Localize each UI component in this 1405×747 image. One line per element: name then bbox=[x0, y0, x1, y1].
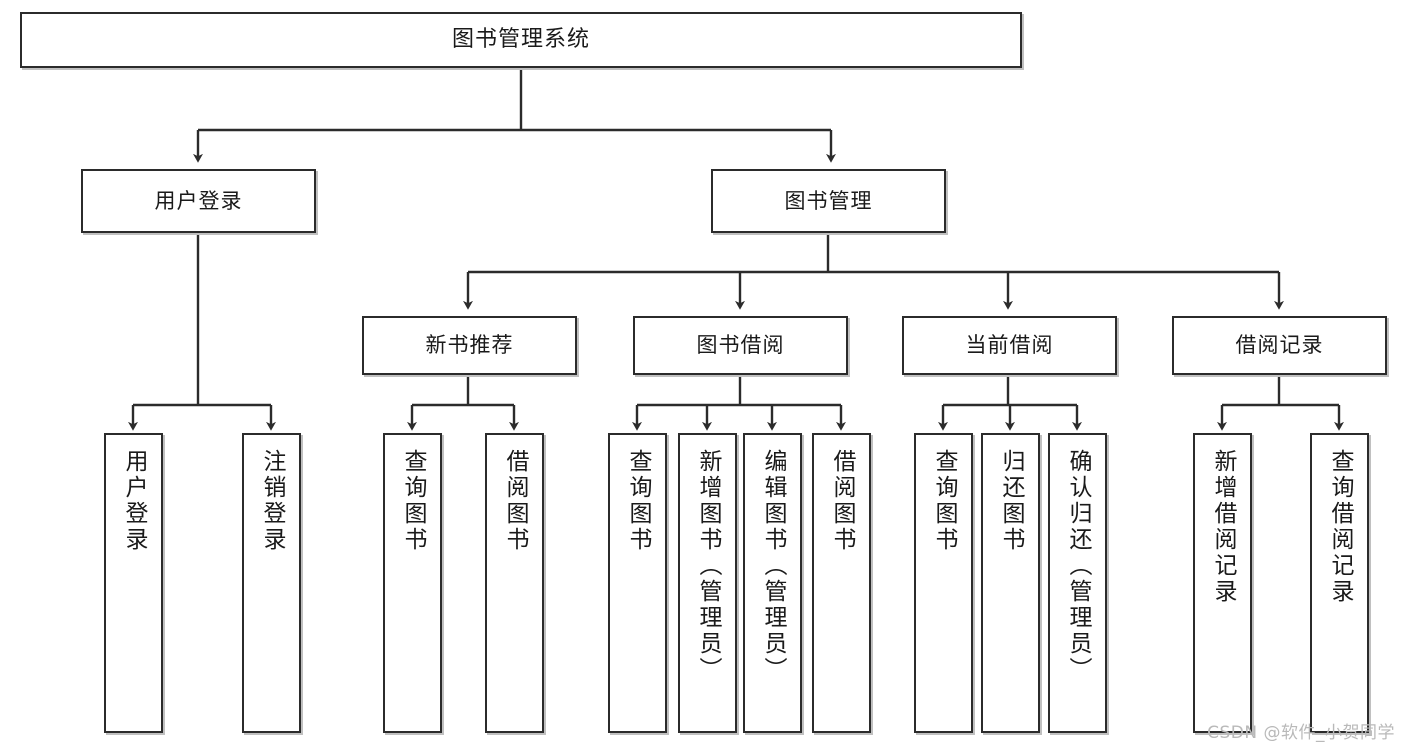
node-label: 编辑图书（管理员） bbox=[760, 449, 786, 683]
leaf-edit-book-admin[interactable]: 编辑图书（管理员） bbox=[743, 433, 802, 733]
leaf-user-login[interactable]: 用户登录 bbox=[104, 433, 163, 733]
node-user-login[interactable]: 用户登录 bbox=[81, 169, 316, 233]
leaf-query-books-borrowing[interactable]: 查询图书 bbox=[608, 433, 667, 733]
node-label: 图书借阅 bbox=[696, 333, 785, 358]
node-label: 查询图书 bbox=[400, 449, 426, 553]
node-label: 确认归还（管理员） bbox=[1065, 449, 1091, 683]
node-label: 图书管理系统 bbox=[451, 27, 590, 53]
leaf-return-books[interactable]: 归还图书 bbox=[981, 433, 1040, 733]
leaf-add-borrow-record[interactable]: 新增借阅记录 bbox=[1193, 433, 1252, 733]
csdn-watermark: CSDN @软件_小贺同学 bbox=[1207, 723, 1395, 743]
node-label: 图书管理 bbox=[784, 188, 873, 213]
node-label: 用户登录 bbox=[154, 188, 243, 213]
leaf-confirm-return-admin[interactable]: 确认归还（管理员） bbox=[1048, 433, 1107, 733]
node-book-management[interactable]: 图书管理 bbox=[711, 169, 946, 233]
leaf-borrow-books-recommendation[interactable]: 借阅图书 bbox=[485, 433, 544, 733]
node-new-book-recommendation[interactable]: 新书推荐 bbox=[362, 316, 577, 375]
node-label: 当前借阅 bbox=[965, 333, 1054, 358]
node-label: 查询借阅记录 bbox=[1327, 449, 1353, 605]
node-label: 借阅记录 bbox=[1235, 333, 1324, 358]
leaf-add-book-admin[interactable]: 新增图书（管理员） bbox=[678, 433, 737, 733]
leaf-borrow-books-borrowing[interactable]: 借阅图书 bbox=[812, 433, 871, 733]
node-label: 借阅图书 bbox=[502, 449, 528, 553]
node-current-borrowing[interactable]: 当前借阅 bbox=[902, 316, 1117, 375]
node-label: 新增借阅记录 bbox=[1210, 449, 1236, 605]
node-label: 查询图书 bbox=[931, 449, 957, 553]
leaf-query-books-recommendation[interactable]: 查询图书 bbox=[383, 433, 442, 733]
node-book-borrowing[interactable]: 图书借阅 bbox=[633, 316, 848, 375]
leaf-query-books-current[interactable]: 查询图书 bbox=[914, 433, 973, 733]
node-label: 新书推荐 bbox=[425, 333, 514, 358]
node-label: 归还图书 bbox=[998, 449, 1024, 553]
leaf-query-borrow-record[interactable]: 查询借阅记录 bbox=[1310, 433, 1369, 733]
node-label: 用户登录 bbox=[121, 449, 147, 553]
leaf-logout[interactable]: 注销登录 bbox=[242, 433, 301, 733]
node-borrowing-records[interactable]: 借阅记录 bbox=[1172, 316, 1387, 375]
node-label: 注销登录 bbox=[259, 449, 285, 553]
node-label: 新增图书（管理员） bbox=[695, 449, 721, 683]
node-root-library-management-system[interactable]: 图书管理系统 bbox=[20, 12, 1022, 68]
node-label: 借阅图书 bbox=[829, 449, 855, 553]
node-label: 查询图书 bbox=[625, 449, 651, 553]
